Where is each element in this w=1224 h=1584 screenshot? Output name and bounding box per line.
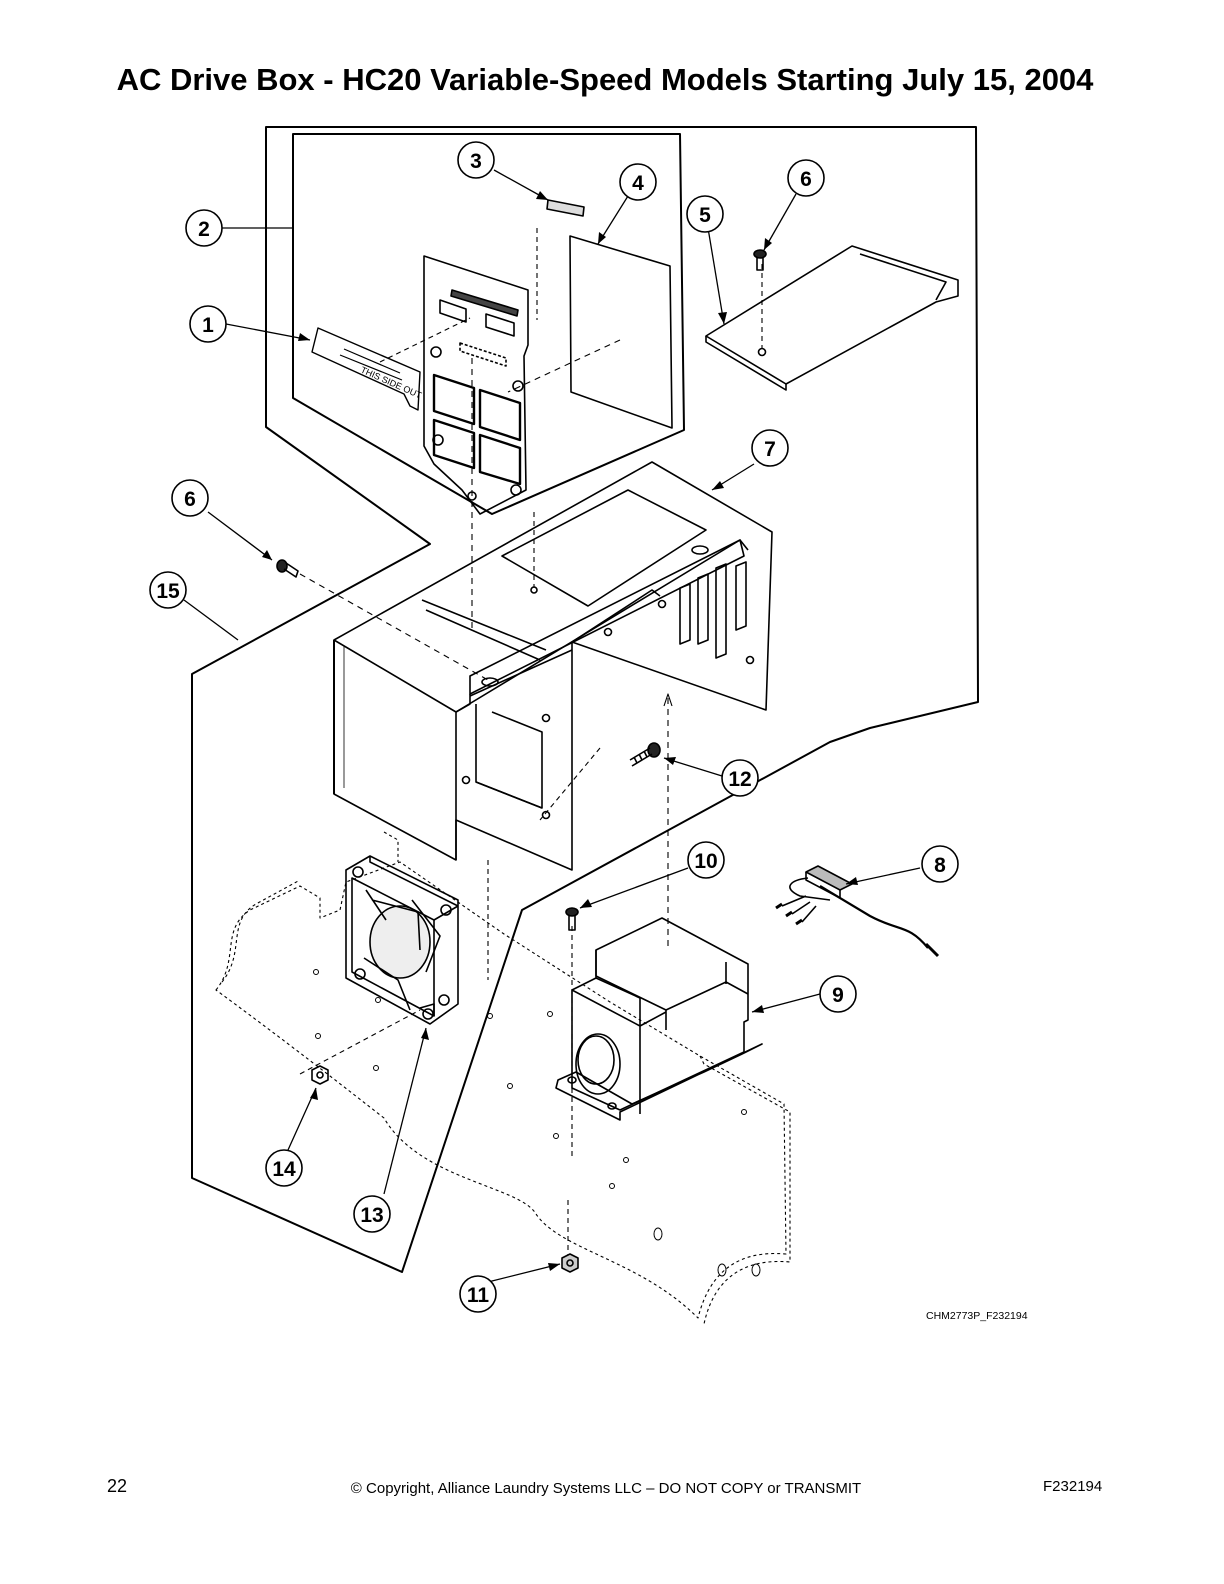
callout-6-top: 6 [800,168,812,191]
base-plate [215,831,791,1325]
nut-part-11 [561,1253,579,1273]
cover-plate-part-5 [705,245,959,391]
callout-8: 8 [934,854,946,877]
screw-part-12 [629,742,661,767]
base-plate-holes [313,969,761,1277]
group-outline-2 [292,133,685,515]
screw-part-6-top [753,249,767,271]
document-code: F232194 [1043,1478,1103,1495]
callout-9: 9 [832,984,844,1007]
page-number: 22 [107,1476,128,1496]
callout-12: 12 [728,768,751,791]
callout-13: 13 [360,1204,383,1227]
callout-3: 3 [470,150,482,173]
callout-2: 2 [198,218,210,241]
leader-lines [183,169,921,1285]
clip-part-3 [546,199,585,217]
callout-1: 1 [202,314,214,337]
fan-part-13 [345,855,459,1025]
callout-4: 4 [632,172,644,195]
drive-box-part-7 [333,461,773,871]
callout-6-left: 6 [184,488,196,511]
callout-circles [149,141,959,1313]
exploded-parts-diagram: THIS SIDE OUT [149,126,1028,1325]
callout-5: 5 [699,204,711,227]
vent-panel [423,255,529,515]
nut-part-14 [311,1065,329,1085]
callout-11: 11 [467,1284,490,1307]
group-outline-15 [191,126,979,1273]
callout-15: 15 [156,580,180,603]
harness-part-8 [775,865,940,958]
label-part-1 [311,327,421,411]
filter-sheet-part-4 [569,235,673,429]
bolt-part-10 [565,907,579,931]
callout-7: 7 [764,438,776,461]
screw-part-6-left [276,559,299,578]
copyright-notice: © Copyright, Alliance Laundry Systems LL… [350,1480,862,1497]
callout-10: 10 [694,850,717,873]
page-title: AC Drive Box - HC20 Variable-Speed Model… [116,62,1094,97]
drive-unit-part-9 [555,917,763,1121]
callout-14: 14 [272,1158,296,1181]
figure-code: CHM2773P_F232194 [926,1310,1028,1322]
